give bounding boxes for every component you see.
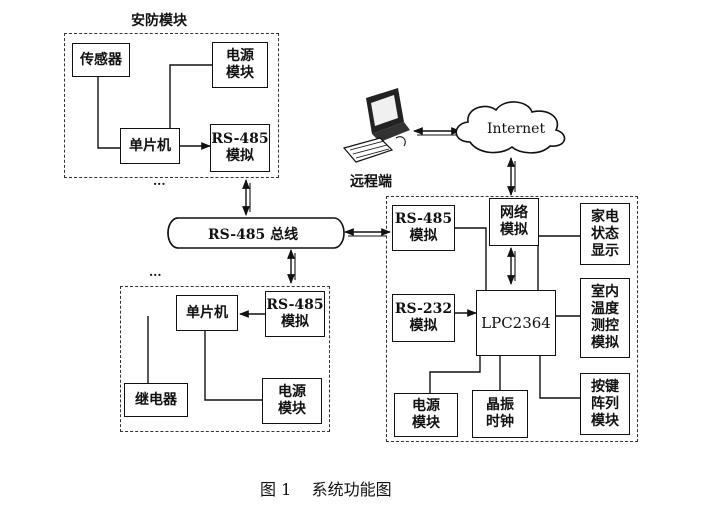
internet-label: Internet	[487, 121, 546, 137]
lpc2364-cpu-box: LPC2364	[476, 290, 556, 356]
security-mcu-box: 单片机	[120, 128, 180, 164]
keypad-box: 按键 阵列 模块	[580, 373, 630, 435]
relay-ellipsis: ...	[149, 265, 162, 279]
relay-power-box: 电源 模块	[262, 378, 322, 424]
security-ellipsis: ...	[153, 174, 166, 188]
computer-terminal-icon	[342, 88, 410, 163]
relay-box: 继电器	[124, 383, 188, 417]
main-board-frame	[386, 196, 638, 442]
security-power-box: 电源 模块	[212, 42, 268, 88]
security-module-title: 安防模块	[131, 13, 187, 29]
main-rs485-box: RS-485 模拟	[392, 205, 455, 251]
rs232-box: RS-232 模拟	[392, 294, 455, 342]
figure-caption: 图 1 系统功能图	[260, 480, 392, 499]
appliance-status-box: 家电 状态 显示	[580, 203, 630, 265]
main-power-box: 电源 模块	[394, 393, 458, 437]
remote-terminal-label: 远程端	[350, 174, 392, 190]
security-rs485-box: RS-485 模拟	[210, 124, 270, 172]
crystal-clock-box: 晶振 时钟	[472, 390, 528, 438]
sensor-box: 传感器	[72, 43, 130, 77]
relay-rs485-box: RS-485 模拟	[265, 291, 325, 337]
network-box: 网络 模拟	[489, 198, 539, 246]
rs485-bus-cylinder	[167, 217, 345, 249]
relay-mcu-box: 单片机	[176, 295, 238, 331]
relay-module-frame	[120, 286, 330, 432]
security-module-frame	[64, 33, 279, 178]
internet-cloud-icon	[455, 101, 566, 154]
temperature-control-box: 室内 温度 测控 模拟	[580, 278, 630, 358]
rs485-bus-label: RS-485 总线	[208, 227, 299, 243]
